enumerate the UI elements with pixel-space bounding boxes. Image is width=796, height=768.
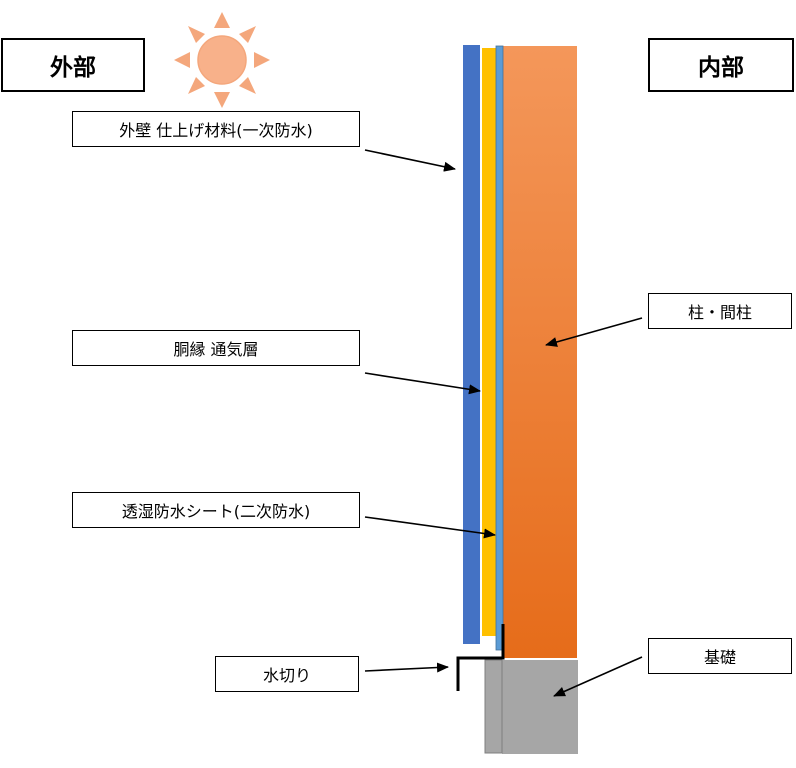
label-exterior-finish: 外壁 仕上げ材料(一次防水) bbox=[72, 111, 360, 147]
sun-icon bbox=[174, 12, 270, 108]
arrow-furring bbox=[364, 372, 481, 395]
arrow-column bbox=[545, 317, 643, 347]
foundation-edge bbox=[484, 659, 503, 754]
foundation-block bbox=[502, 660, 578, 754]
arrow-foundation bbox=[553, 656, 643, 697]
exterior-heading: 外部 bbox=[1, 38, 145, 92]
drip-edge-flashing bbox=[456, 624, 505, 691]
label-drip-edge: 水切り bbox=[215, 656, 359, 692]
label-foundation: 基礎 bbox=[648, 638, 792, 674]
exterior-finish-layer bbox=[463, 45, 480, 644]
label-column: 柱・間柱 bbox=[648, 293, 792, 329]
label-furring-air-layer: 胴縁 通気層 bbox=[72, 330, 360, 366]
column-layer bbox=[503, 46, 577, 658]
breathable-sheet-layer bbox=[495, 45, 504, 651]
arrow-drip-edge bbox=[364, 662, 449, 673]
arrow-exterior-finish bbox=[364, 149, 456, 172]
furring-layer bbox=[482, 48, 496, 636]
label-breathable-sheet: 透湿防水シート(二次防水) bbox=[72, 492, 360, 528]
arrow-sheet bbox=[364, 516, 496, 539]
interior-heading: 内部 bbox=[648, 38, 794, 92]
